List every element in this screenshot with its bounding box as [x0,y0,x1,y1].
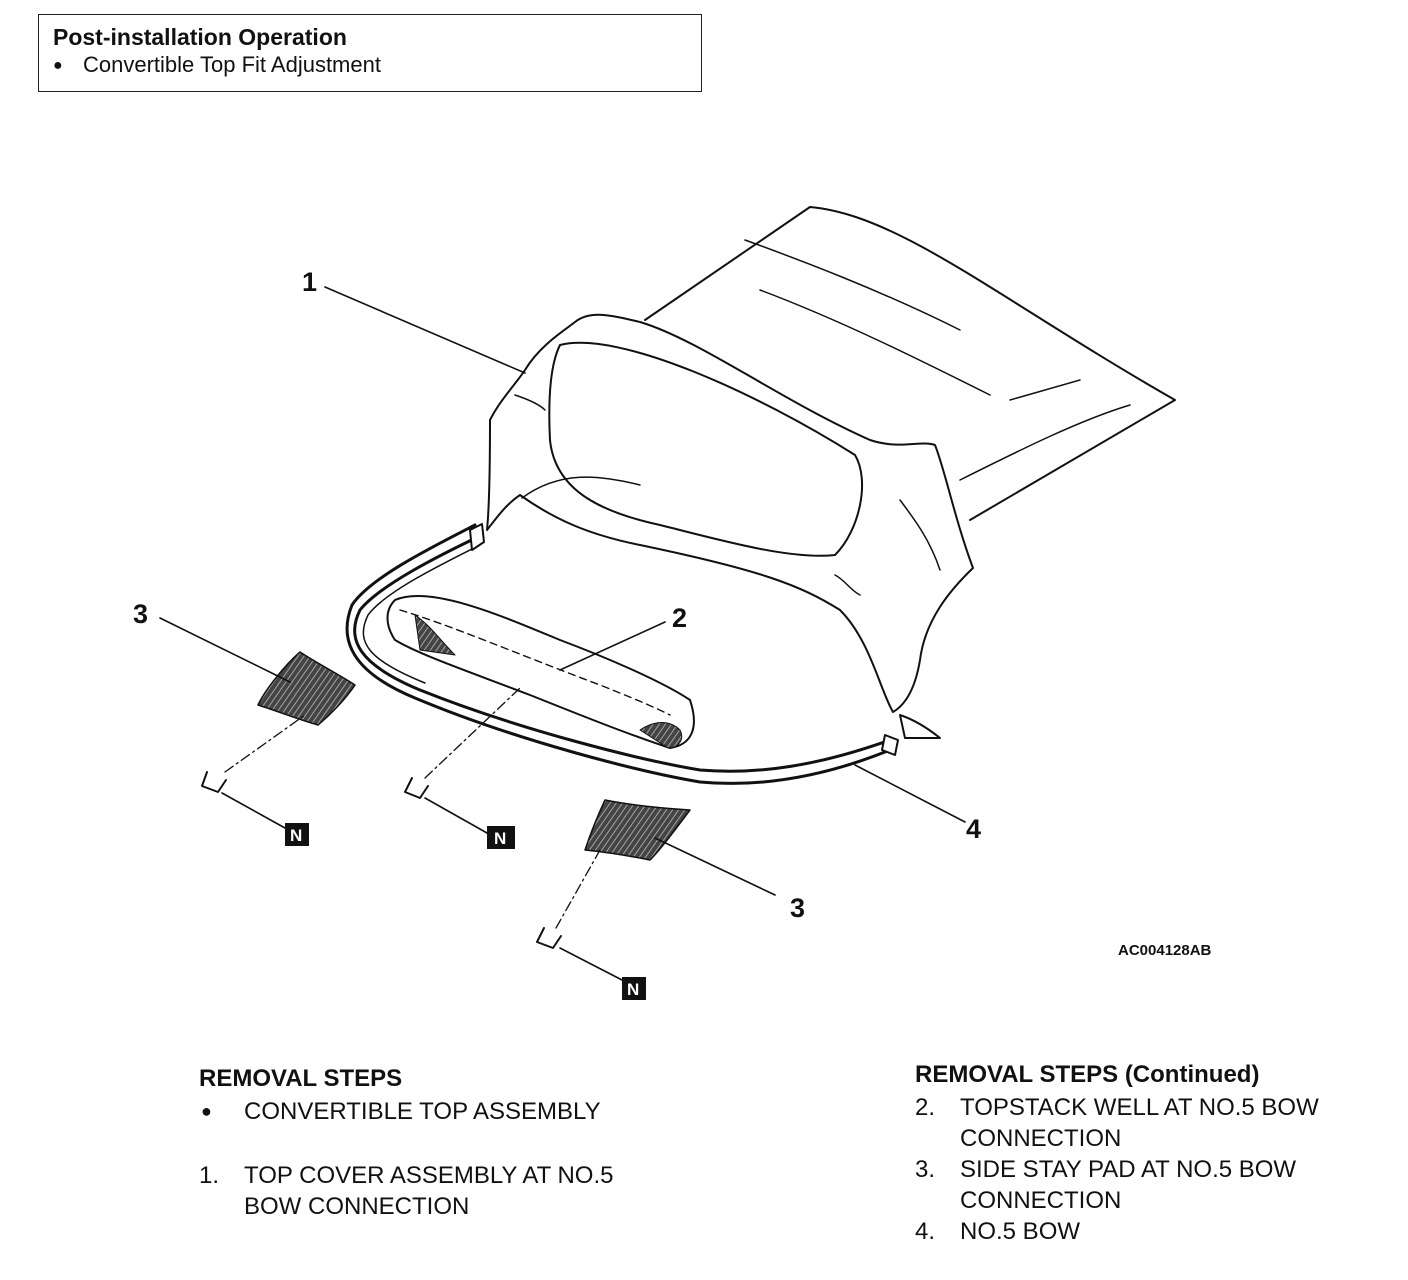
step-number: 3. [915,1156,936,1183]
step-text-line: SIDE STAY PAD AT NO.5 BOW [960,1156,1297,1183]
topstack-well [386,595,695,749]
removal-steps: REMOVAL STEPS ● CONVERTIBLE TOP ASSEMBLY… [199,1063,719,1222]
post-installation-title: Post-installation Operation [53,24,347,50]
bullet-icon: ● [201,1101,212,1121]
side-stay-pad-right [584,799,691,861]
clip-middle [404,777,429,799]
bullet-icon: ● [53,57,63,74]
step-text-line: BOW CONNECTION [244,1193,470,1220]
callout-3-bottom: 3 [790,893,805,923]
step-text-line: CONNECTION [960,1187,1122,1214]
clip-bottom [536,927,562,949]
nonreusable-mark-left: N [285,823,309,846]
removal-step-bullet-text: CONVERTIBLE TOP ASSEMBLY [244,1098,601,1125]
removal-steps-continued-heading: REMOVAL STEPS (Continued) [915,1061,1260,1088]
post-installation-item: ● Convertible Top Fit Adjustment [53,51,687,80]
nonreusable-mark-text: N [494,829,506,848]
step-text-line: TOP COVER ASSEMBLY AT NO.5 [244,1162,614,1189]
callout-3-left: 3 [133,599,148,629]
no5-bow [345,523,899,785]
side-stay-pad-left [257,651,356,726]
callout-2: 2 [672,603,687,633]
post-installation-item-text: Convertible Top Fit Adjustment [83,52,381,77]
step-number: 2. [915,1094,936,1121]
figure-id: AC004128AB [1118,942,1212,959]
nonreusable-mark-bottom: N [622,977,646,1000]
step-number: 1. [199,1162,220,1189]
nonreusable-mark-text: N [627,980,639,999]
nonreusable-mark-text: N [290,826,302,845]
removal-steps-heading: REMOVAL STEPS [199,1065,403,1092]
convertible-top-diagram: 1 2 3 3 4 N N N AC004128AB [133,206,1212,1000]
removal-step-3: 3. SIDE STAY PAD AT NO.5 BOW CONNECTION [915,1154,1395,1216]
clip-left [201,771,227,793]
removal-step-1: 1. TOP COVER ASSEMBLY AT NO.5 BOW CONNEC… [199,1160,719,1222]
removal-step-2: 2. TOPSTACK WELL AT NO.5 BOW CONNECTION [915,1092,1395,1154]
removal-step-bullet: ● CONVERTIBLE TOP ASSEMBLY [199,1096,719,1127]
nonreusable-mark-middle: N [487,826,515,849]
step-number: 4. [915,1218,936,1245]
step-text-line: NO.5 BOW [960,1218,1081,1245]
removal-step-4: 4. NO.5 BOW [915,1216,1395,1247]
step-text-line: CONNECTION [960,1125,1122,1152]
post-installation-box: Post-installation Operation ● Convertible… [38,14,702,92]
callout-4: 4 [966,814,981,844]
step-text-line: TOPSTACK WELL AT NO.5 BOW [960,1094,1319,1121]
removal-steps-continued: REMOVAL STEPS (Continued) 2. TOPSTACK WE… [915,1059,1395,1247]
callout-1: 1 [302,267,317,297]
top-cover-assembly [486,206,1176,739]
